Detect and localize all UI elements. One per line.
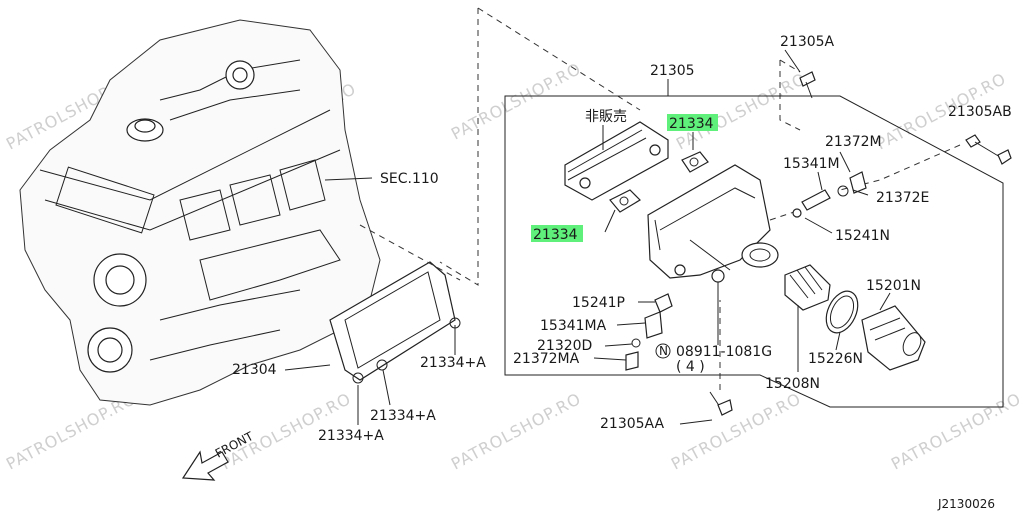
- label-qty-4: ( 4 ): [676, 359, 705, 375]
- label-15241p: 15241P: [572, 295, 625, 311]
- label-15241n: 15241N: [835, 228, 890, 244]
- label-08911-1081g: 08911-1081G: [676, 344, 772, 360]
- highlight-21334-top: [667, 114, 718, 131]
- label-21334a-middle: 21334+A: [370, 408, 436, 424]
- label-21305a: 21305A: [780, 34, 835, 50]
- label-21334-top: 21334: [669, 116, 714, 132]
- filter-cap-15201n: [861, 305, 926, 371]
- gasket-21334: [609, 151, 709, 213]
- watermark: PATROLSHOP.RO: [448, 389, 584, 474]
- label-21305: 21305: [650, 63, 695, 79]
- label-21304: 21304: [232, 362, 277, 378]
- diagram-code: J2130026: [937, 497, 995, 511]
- relief-valve-parts: [625, 171, 867, 371]
- label-21372e: 21372E: [876, 190, 929, 206]
- label-sec110: SEC.110: [380, 171, 439, 187]
- label-21372ma: 21372MA: [513, 351, 580, 367]
- oil-cooler-gasket-21304: [329, 261, 461, 384]
- callout-labels: 21305A 21305 21305AB 非販売 21334 21372M 15…: [232, 34, 1012, 511]
- bolt-icon: [965, 134, 1012, 165]
- highlight-21334-left: [531, 225, 583, 242]
- o-ring-15226n: [825, 290, 859, 334]
- label-15226n: 15226N: [808, 351, 863, 367]
- label-n-mark: N: [659, 344, 668, 358]
- engine-block-illustration: [19, 19, 381, 406]
- highlight-marks: [531, 114, 718, 242]
- bolt-icon: [709, 391, 733, 416]
- leader-lines: [284, 49, 891, 425]
- assembly-frame-21305: [504, 79, 1004, 408]
- watermark: PATROLSHOP.RO: [448, 59, 584, 144]
- label-21372m: 21372M: [825, 134, 882, 150]
- label-15341ma: 15341MA: [540, 318, 607, 334]
- label-21320d: 21320D: [537, 338, 592, 354]
- label-15341m: 15341M: [783, 156, 840, 172]
- label-21305ab: 21305AB: [948, 104, 1012, 120]
- label-21334a-right: 21334+A: [420, 355, 486, 371]
- bolt-icon: [799, 71, 816, 99]
- watermark: PATROLSHOP.RO: [888, 389, 1024, 474]
- label-21334a-bottom: 21334+A: [318, 428, 384, 444]
- watermark: PATROLSHOP.RO: [668, 389, 804, 474]
- label-15208n: 15208N: [765, 376, 820, 392]
- label-15201n: 15201N: [866, 278, 921, 294]
- label-not-for-sale: 非販売: [585, 109, 627, 125]
- label-21334-left: 21334: [533, 227, 578, 243]
- oil-cooler-element: [564, 121, 669, 201]
- label-21305aa: 21305AA: [600, 416, 665, 432]
- oil-filter-icon: [784, 264, 831, 311]
- oil-filter-bracket: [647, 164, 779, 283]
